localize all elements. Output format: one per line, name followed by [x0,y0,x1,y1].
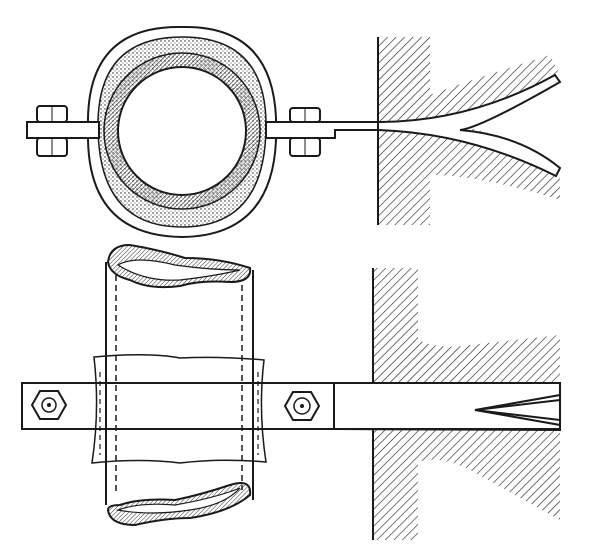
strap-ear-left [26,121,100,139]
bolt-nut-right [289,107,321,157]
fork-end [377,73,562,178]
hex-nut-left [30,390,68,420]
pipe-bore [117,66,247,196]
side-view [21,243,561,540]
top-view [26,25,562,239]
hex-nut-right [283,391,321,421]
strap-bar-right [265,121,379,139]
pipe [105,243,254,527]
bolt-nut-left [36,105,68,157]
sleeve [91,354,267,464]
